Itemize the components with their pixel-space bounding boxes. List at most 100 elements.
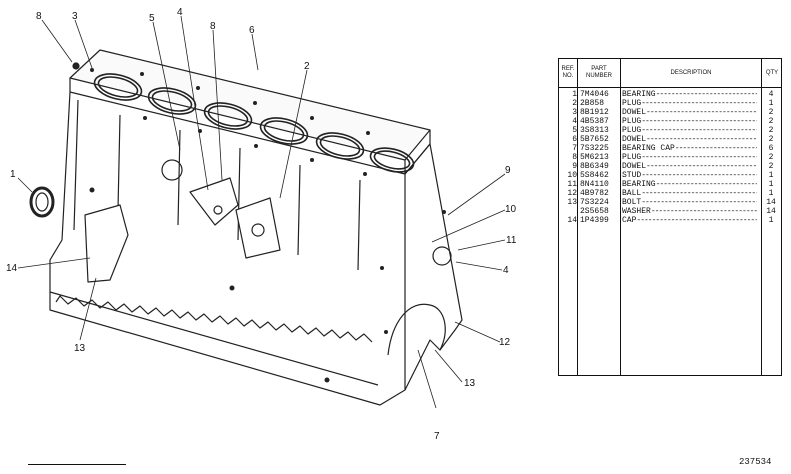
- cell-desc: WASHER: [622, 207, 757, 216]
- cell-qty: 2: [768, 117, 774, 126]
- header-part-number: PART NUMBER: [585, 66, 612, 79]
- cell-ref: 14: [567, 216, 577, 225]
- side-cover: [235, 197, 281, 259]
- bearing-ring: [29, 186, 55, 218]
- callout-10-stud: 10: [505, 204, 517, 215]
- callout-2-plug: 2: [304, 61, 310, 72]
- cell-ref: 6: [572, 135, 577, 144]
- cell-qty: 4: [768, 90, 774, 99]
- cell-part: 5M6213: [580, 153, 609, 162]
- table-row: 38B1912DOWEL2: [559, 108, 781, 117]
- callout-13-bolt: 13: [74, 343, 86, 354]
- callout-1-bearing: 1: [10, 169, 16, 180]
- side-strap: [189, 177, 239, 226]
- cell-qty: 14: [766, 207, 776, 216]
- header-ref-no: REF. NO.: [561, 66, 575, 79]
- plug-small: [72, 62, 80, 70]
- callout-4-plug: 4: [177, 7, 183, 18]
- callout-6-dowel: 6: [249, 25, 255, 36]
- callout-11-bearing: 11: [506, 235, 517, 246]
- cell-part: 8B6349: [580, 162, 609, 171]
- cell-desc: DOWEL: [622, 162, 757, 171]
- callout-5-plug: 5: [149, 13, 155, 24]
- cylinder-bores: [93, 73, 415, 173]
- cell-desc: BEARING: [622, 90, 757, 99]
- cell-part: 1P4399: [580, 216, 609, 225]
- cell-ref: 7: [572, 144, 577, 153]
- callout-12-ball: 12: [499, 337, 511, 348]
- table-row: 105S8462STUD1: [559, 171, 781, 180]
- cell-qty: 14: [766, 198, 776, 207]
- cell-qty: 2: [768, 162, 774, 171]
- callout-8-plug-b: 8: [210, 21, 216, 32]
- leader-lines: [17, 15, 506, 409]
- cell-part: 8N4110: [580, 180, 609, 189]
- cell-qty: 1: [768, 216, 774, 225]
- cell-part: 7S3225: [580, 144, 609, 153]
- callout-8-plug: 8: [36, 11, 42, 22]
- cell-ref: 5: [572, 126, 577, 135]
- cell-qty: 2: [768, 108, 774, 117]
- cell-desc: BALL: [622, 189, 757, 198]
- cell-qty: 2: [768, 153, 774, 162]
- cell-desc: PLUG: [622, 99, 757, 108]
- table-row: 65B7652DOWEL2: [559, 135, 781, 144]
- cell-desc: BOLT: [622, 198, 757, 207]
- column-divider: [577, 59, 578, 375]
- cell-part: 5B7652: [580, 135, 609, 144]
- cell-desc: STUD: [622, 171, 757, 180]
- cell-ref: 4: [572, 117, 577, 126]
- cell-ref: 8: [572, 153, 577, 162]
- table-row: 17M4046BEARING4: [559, 90, 781, 99]
- cell-desc: PLUG: [622, 117, 757, 126]
- table-row: 2S5658WASHER14: [559, 207, 781, 216]
- deck-holes: [90, 68, 370, 176]
- cell-ref: 9: [572, 162, 577, 171]
- cell-part: 7S3224: [580, 198, 609, 207]
- cell-qty: 1: [768, 171, 774, 180]
- cell-ref: 11: [567, 180, 577, 189]
- engine-block-illustration: 8 3 5 4 8 6 2 1 9 10 11 4 14 13 12 13 7: [6, 7, 517, 442]
- callout-13-bolt-b: 13: [464, 378, 476, 389]
- cell-desc: PLUG: [622, 126, 757, 135]
- cell-ref: 3: [572, 108, 577, 117]
- header-qty: QTY: [765, 69, 779, 76]
- cell-desc: CAP: [622, 216, 757, 225]
- cell-part: 3S8313: [580, 126, 609, 135]
- cell-ref: 12: [567, 189, 577, 198]
- side-bracket: [84, 204, 129, 283]
- rear-bearing-housing: [387, 303, 446, 356]
- block-front-face: [404, 143, 463, 391]
- callout-3-dowel: 3: [72, 11, 78, 22]
- cell-desc: DOWEL: [622, 135, 757, 144]
- cell-qty: 6: [768, 144, 774, 153]
- cell-part: 2B858: [580, 99, 605, 108]
- table-header: [559, 59, 781, 88]
- callout-9-dowel: 9: [505, 165, 511, 176]
- column-divider: [620, 59, 621, 375]
- block-oil-pan-rail: [49, 291, 379, 386]
- callout-4-plug-b: 4: [503, 265, 509, 276]
- cell-ref: 13: [567, 198, 577, 207]
- side-plug: [161, 159, 183, 181]
- cell-part: 4B5387: [580, 117, 609, 126]
- illustration-number: 237534: [739, 457, 772, 467]
- cell-qty: 1: [768, 99, 774, 108]
- cell-part: 8B1912: [580, 108, 609, 117]
- cell-ref: 1: [572, 90, 577, 99]
- column-divider: [761, 59, 762, 375]
- callout-14-cap: 14: [6, 263, 18, 274]
- cell-ref: 10: [567, 171, 577, 180]
- cell-desc: PLUG: [622, 153, 757, 162]
- cell-ref: 2: [572, 99, 577, 108]
- cell-qty: 2: [768, 126, 774, 135]
